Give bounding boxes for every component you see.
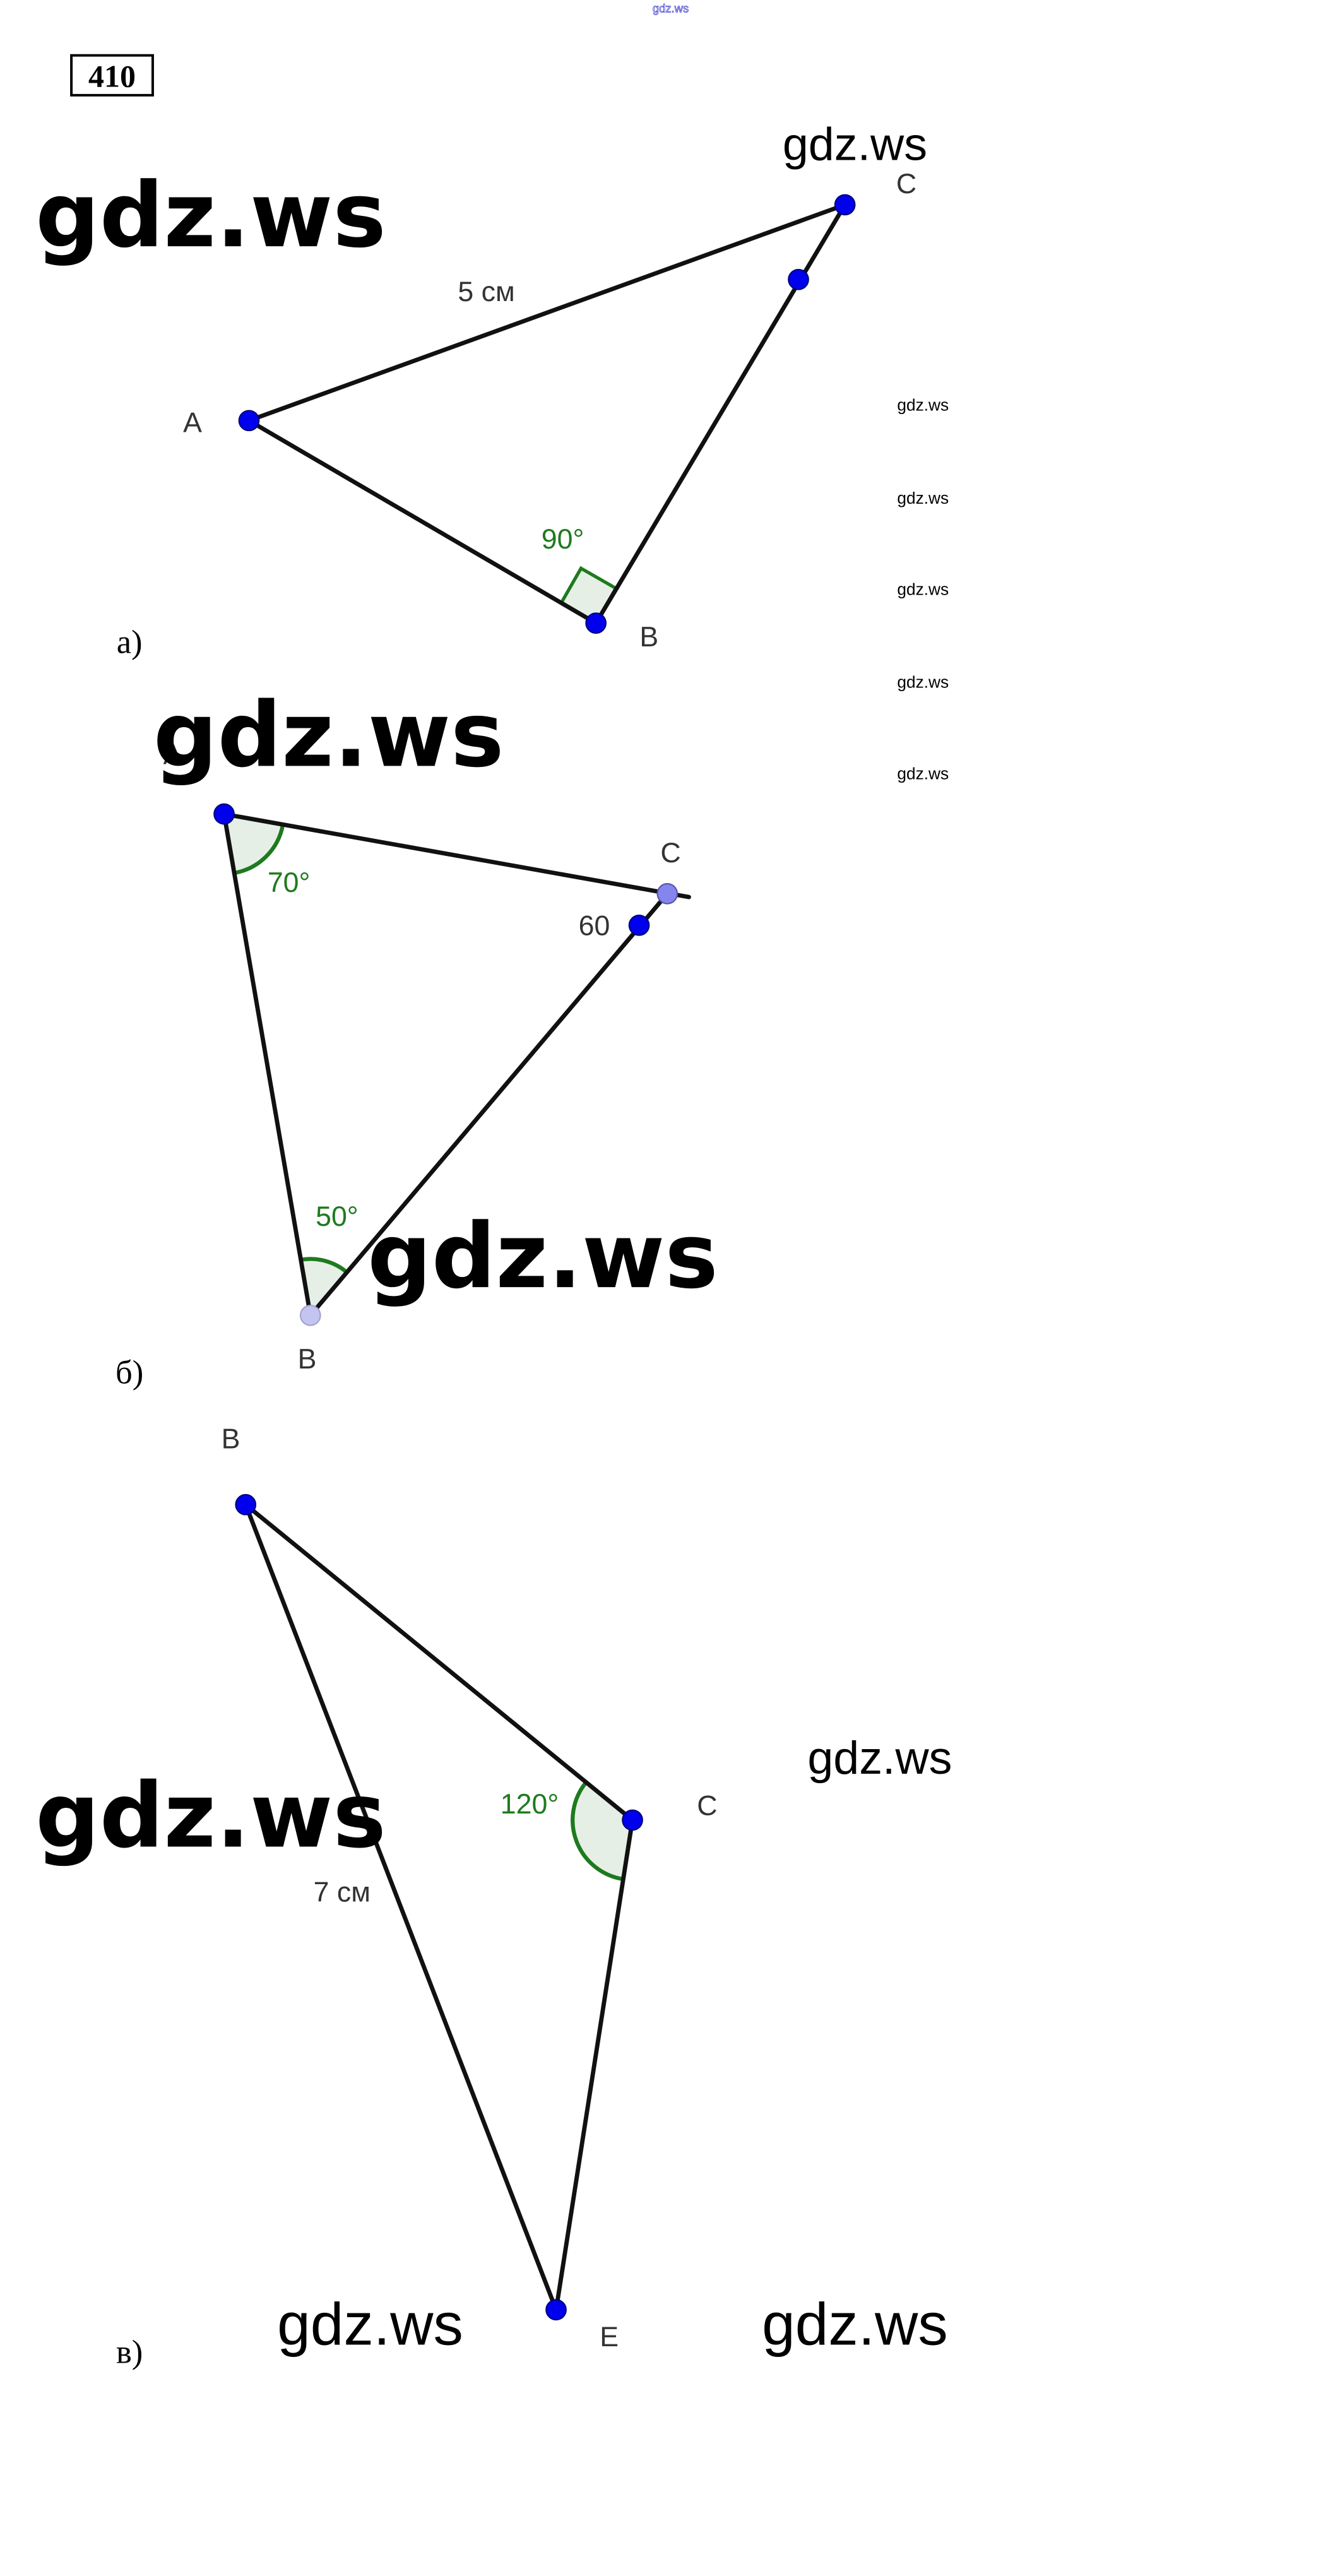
figure-v: B C E 7 см 120° в)	[116, 1423, 718, 2370]
segment-ac	[247, 203, 848, 423]
watermark: gdz.ws	[277, 2291, 463, 2358]
watermark: gdz.ws	[897, 396, 949, 415]
watermark: gdz.ws	[897, 579, 949, 598]
side-label-be: 7 см	[314, 1877, 371, 1908]
side-label-ac: 5 см	[458, 276, 514, 307]
point-a	[213, 803, 235, 825]
angle-arc-c	[571, 1781, 624, 1882]
watermark: gdz.ws	[367, 1204, 718, 1309]
caption-a: а)	[117, 624, 143, 661]
watermark: gdz.ws	[807, 1731, 952, 1784]
angle-label-b: 50°	[316, 1201, 359, 1232]
problem-number: 410	[88, 59, 136, 94]
watermark: gdz.ws	[762, 2291, 948, 2358]
point-c	[656, 883, 679, 905]
point-on-bc	[788, 268, 809, 290]
point-c	[834, 194, 856, 216]
segment-ab	[247, 418, 598, 626]
angle-sector-c	[572, 1782, 633, 1880]
segment-bc	[243, 1502, 635, 1822]
caption-b: б)	[116, 1355, 143, 1391]
label-a: A	[163, 740, 182, 771]
angle-arc-b	[300, 1257, 348, 1274]
watermark: gdz.ws	[897, 673, 949, 692]
angle-arc-a	[234, 824, 285, 875]
point-a	[238, 410, 260, 432]
segment-bc	[308, 891, 670, 1318]
label-c: C	[896, 169, 916, 199]
caption-v: в)	[116, 2334, 143, 2370]
segment-ac	[222, 812, 691, 899]
segment-ce	[554, 1817, 635, 2312]
segment-bc	[593, 203, 848, 626]
watermark: gdz.ws	[783, 117, 927, 170]
point-on-bc	[628, 915, 650, 936]
angle-label-c: 120°	[501, 1789, 559, 1820]
problem-number-box	[70, 54, 154, 97]
watermark: gdz.ws	[35, 1764, 386, 1868]
label-b: B	[639, 622, 658, 653]
segment-be	[243, 1502, 559, 2312]
angle-sector-b	[300, 1259, 347, 1315]
point-c	[622, 1809, 643, 1831]
angle-label-b: 90°	[542, 524, 584, 555]
watermark: gdz.ws	[35, 163, 386, 268]
watermarks: gdz.ws gdz.ws gdz.ws gdz.ws gdz.ws gdz.w…	[35, 117, 952, 2358]
top-watermark: gdz.ws	[653, 1, 689, 15]
angle-label-c: 60	[579, 911, 610, 942]
angle-sector-a	[224, 814, 283, 873]
figure-b: A C B 70° 60 50° б)	[116, 740, 691, 1391]
point-b	[235, 1493, 257, 1516]
label-b: B	[298, 1344, 317, 1375]
figure-a: A B C 5 см 90° а)	[117, 169, 916, 661]
label-c: C	[660, 838, 680, 869]
watermark: gdz.ws	[897, 489, 949, 507]
point-b	[585, 612, 607, 634]
point-b	[299, 1305, 321, 1326]
segment-ab	[222, 812, 313, 1318]
angle-label-a: 70°	[268, 867, 311, 898]
label-a: A	[183, 408, 202, 439]
label-e: E	[600, 2322, 619, 2353]
right-angle-marker	[559, 566, 619, 626]
point-e	[545, 2299, 567, 2321]
label-c: C	[697, 1791, 717, 1822]
watermark: gdz.ws	[897, 764, 949, 783]
watermark: gdz.ws	[153, 683, 504, 787]
label-b: B	[222, 1423, 240, 1454]
